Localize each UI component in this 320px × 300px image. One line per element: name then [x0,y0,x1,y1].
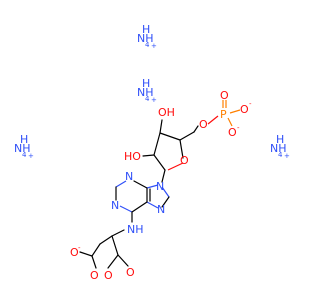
atom-po-right: O [240,103,249,116]
ammonium-1-charge: + [151,42,157,50]
molecule-canvas: NH 4 + H NH 4 + H NH 4 + H NH 4 + H [14,23,290,282]
ammonium-2-h-top: H [142,77,150,90]
ammonium-2-label: NH [137,86,154,99]
ammonium-ion-2: NH 4 + H [137,77,157,104]
ammonium-4-h-top: H [276,133,284,146]
atom-po-top: O [220,89,229,102]
bond-cg-o1 [79,251,93,257]
charge-po-bottom: - [237,124,240,132]
atom-n7: N [157,203,165,216]
atom-po-bottom: O [228,126,237,139]
atom-oh-top: OH [158,106,175,119]
ammonium-3-h-top: H [20,133,28,146]
bond-p-o-bottom [227,117,233,127]
atom-p: P [220,108,227,121]
atom-ring-o: O [180,154,189,167]
ammonium-3-sub: 4 [22,151,27,159]
bond-ca-c [111,235,119,256]
bond-p-o-right [229,109,241,114]
bond-n1-c6 [119,205,133,213]
bond-c4-n3 [133,180,148,189]
charge-po-right: - [249,100,252,108]
ammonium-1-h-top: H [142,23,150,36]
atom-n9: N [156,180,164,193]
ammonium-3-charge: + [28,152,34,160]
ammonium-1-sub: 4 [145,41,150,49]
ammonium-2-charge: + [151,96,157,104]
ammonium-4-charge: + [284,152,290,160]
bond-nh-ca [111,229,125,237]
bond-c5-o [193,125,199,133]
bond-c1-n9 [161,169,166,183]
bond-c3-oh [159,119,163,134]
atom-ester-o: O [199,118,208,131]
atom-carbonyl-o: O [126,266,135,279]
bond-c8-n7 [161,196,170,208]
ammonium-ion-3: NH 4 + H [14,133,34,160]
purine-bonds [115,180,170,223]
bond-c4-o [179,139,184,159]
ammonium-ion-1: NH 4 + H [137,23,157,50]
bond-n7-c5 [146,201,159,209]
atom-ring-o2: O [104,269,113,282]
atom-oh-left: HO [124,150,141,163]
atom-carboxylate-o2: O [90,269,99,282]
atom-n1: N [111,199,119,212]
bond-c2-oh [142,154,155,157]
bond-cg-o2 [91,255,97,269]
ammonium-ion-4: NH 4 + H [270,133,290,160]
bond-n3-c2 [115,180,127,188]
bond-c3-c2 [153,132,161,156]
bond-c4-n9 [146,184,159,189]
ammonium-3-label: NH [14,142,31,155]
ammonium-4-sub: 4 [278,151,283,159]
bond-o-c1 [167,162,184,171]
aspartate-bonds [79,229,129,269]
bond-cb-cg [91,243,101,257]
bond-n9-c8 [161,186,170,198]
bond-ca-cb [99,235,113,245]
charge-carboxylate-o1: - [78,244,81,252]
bond-c-oring [107,254,119,269]
bond-c4-c5 [179,131,195,141]
bond-c6-c5 [131,201,148,213]
bond-c3-c4 [159,132,181,141]
ammonium-2-sub: 4 [145,95,150,103]
atom-nh: NH [127,223,144,236]
ribose-bonds [142,100,241,183]
bond-c-o [117,254,129,267]
ammonium-4-label: NH [270,142,287,155]
bond-c2-c1 [153,154,166,171]
atom-carboxylate-o1: O [70,246,79,259]
atom-n3: N [125,170,133,183]
structure-drawing: NH 4 + H NH 4 + H NH 4 + H NH 4 + H [14,23,290,282]
ammonium-1-label: NH [137,32,154,45]
bond-o-p [207,115,219,125]
